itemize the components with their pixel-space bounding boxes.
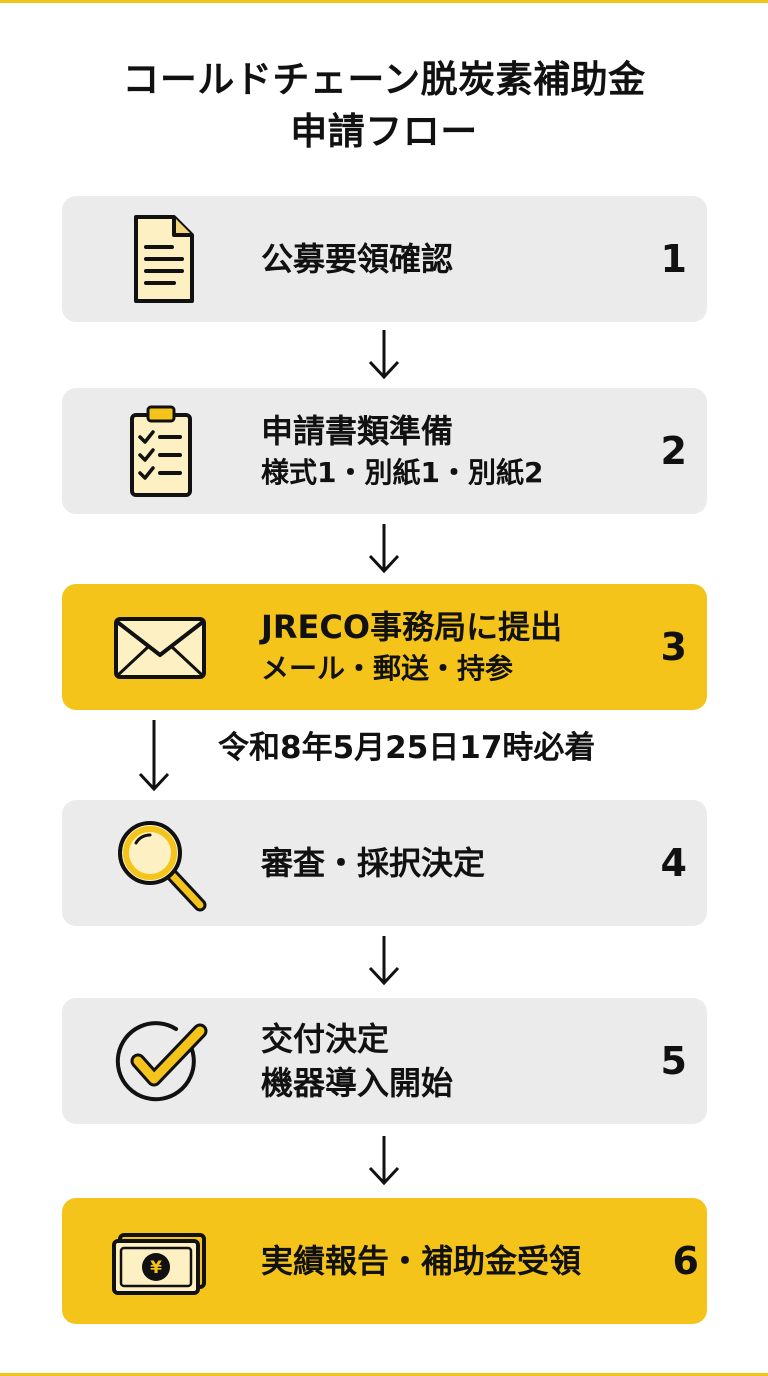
magnifier-icon	[110, 813, 210, 913]
step-1-number: 1	[660, 237, 687, 281]
step-5-number: 5	[660, 1039, 687, 1083]
step-4-number: 4	[660, 841, 687, 885]
step-3-box: JRECO事務局に提出 メール・郵送・持参 3	[62, 584, 707, 710]
arrow-down-icon	[134, 716, 174, 794]
bottom-border	[0, 1373, 768, 1376]
arrow-down-icon	[364, 1132, 404, 1188]
top-border	[0, 0, 768, 3]
step-3-label: JRECO事務局に提出	[261, 608, 563, 646]
arrow-down-icon	[364, 932, 404, 988]
checkmark-circle-icon	[110, 1011, 210, 1111]
svg-text:¥: ¥	[150, 1258, 162, 1278]
step-5-box: 交付決定 機器導入開始 5	[62, 998, 707, 1124]
step-3-number: 3	[660, 625, 687, 669]
document-icon	[110, 209, 210, 309]
step-4-label: 審査・採択決定	[261, 844, 486, 882]
deadline-note: 令和8年5月25日17時必着	[218, 730, 596, 766]
step-5-label: 交付決定	[261, 1020, 390, 1058]
step-3-sublabel: メール・郵送・持参	[261, 652, 514, 685]
step-2-number: 2	[660, 429, 687, 473]
step-1-box: 公募要領確認 1	[62, 196, 707, 322]
step-6-number: 6	[672, 1239, 699, 1283]
clipboard-checklist-icon	[110, 401, 210, 501]
envelope-icon	[110, 597, 210, 697]
step-2-sublabel: 様式1・別紙1・別紙2	[261, 456, 544, 489]
step-1-label: 公募要領確認	[261, 240, 454, 278]
arrow-down-icon	[364, 326, 404, 382]
title-line-1: コールドチェーン脱炭素補助金	[122, 58, 646, 101]
step-4-box: 審査・採択決定 4	[62, 800, 707, 926]
step-2-label: 申請書類準備	[261, 412, 454, 450]
arrow-down-icon	[364, 520, 404, 576]
step-6-box: ¥ 実績報告・補助金受領 6	[62, 1198, 707, 1324]
page-title: コールドチェーン脱炭素補助金 申請フロー	[0, 54, 768, 158]
step-2-box: 申請書類準備 様式1・別紙1・別紙2 2	[62, 388, 707, 514]
title-line-2: 申請フロー	[290, 110, 478, 153]
step-6-label: 実績報告・補助金受領	[261, 1242, 582, 1280]
yen-banknote-icon: ¥	[110, 1211, 210, 1311]
step-5-sublabel: 機器導入開始	[261, 1064, 454, 1102]
